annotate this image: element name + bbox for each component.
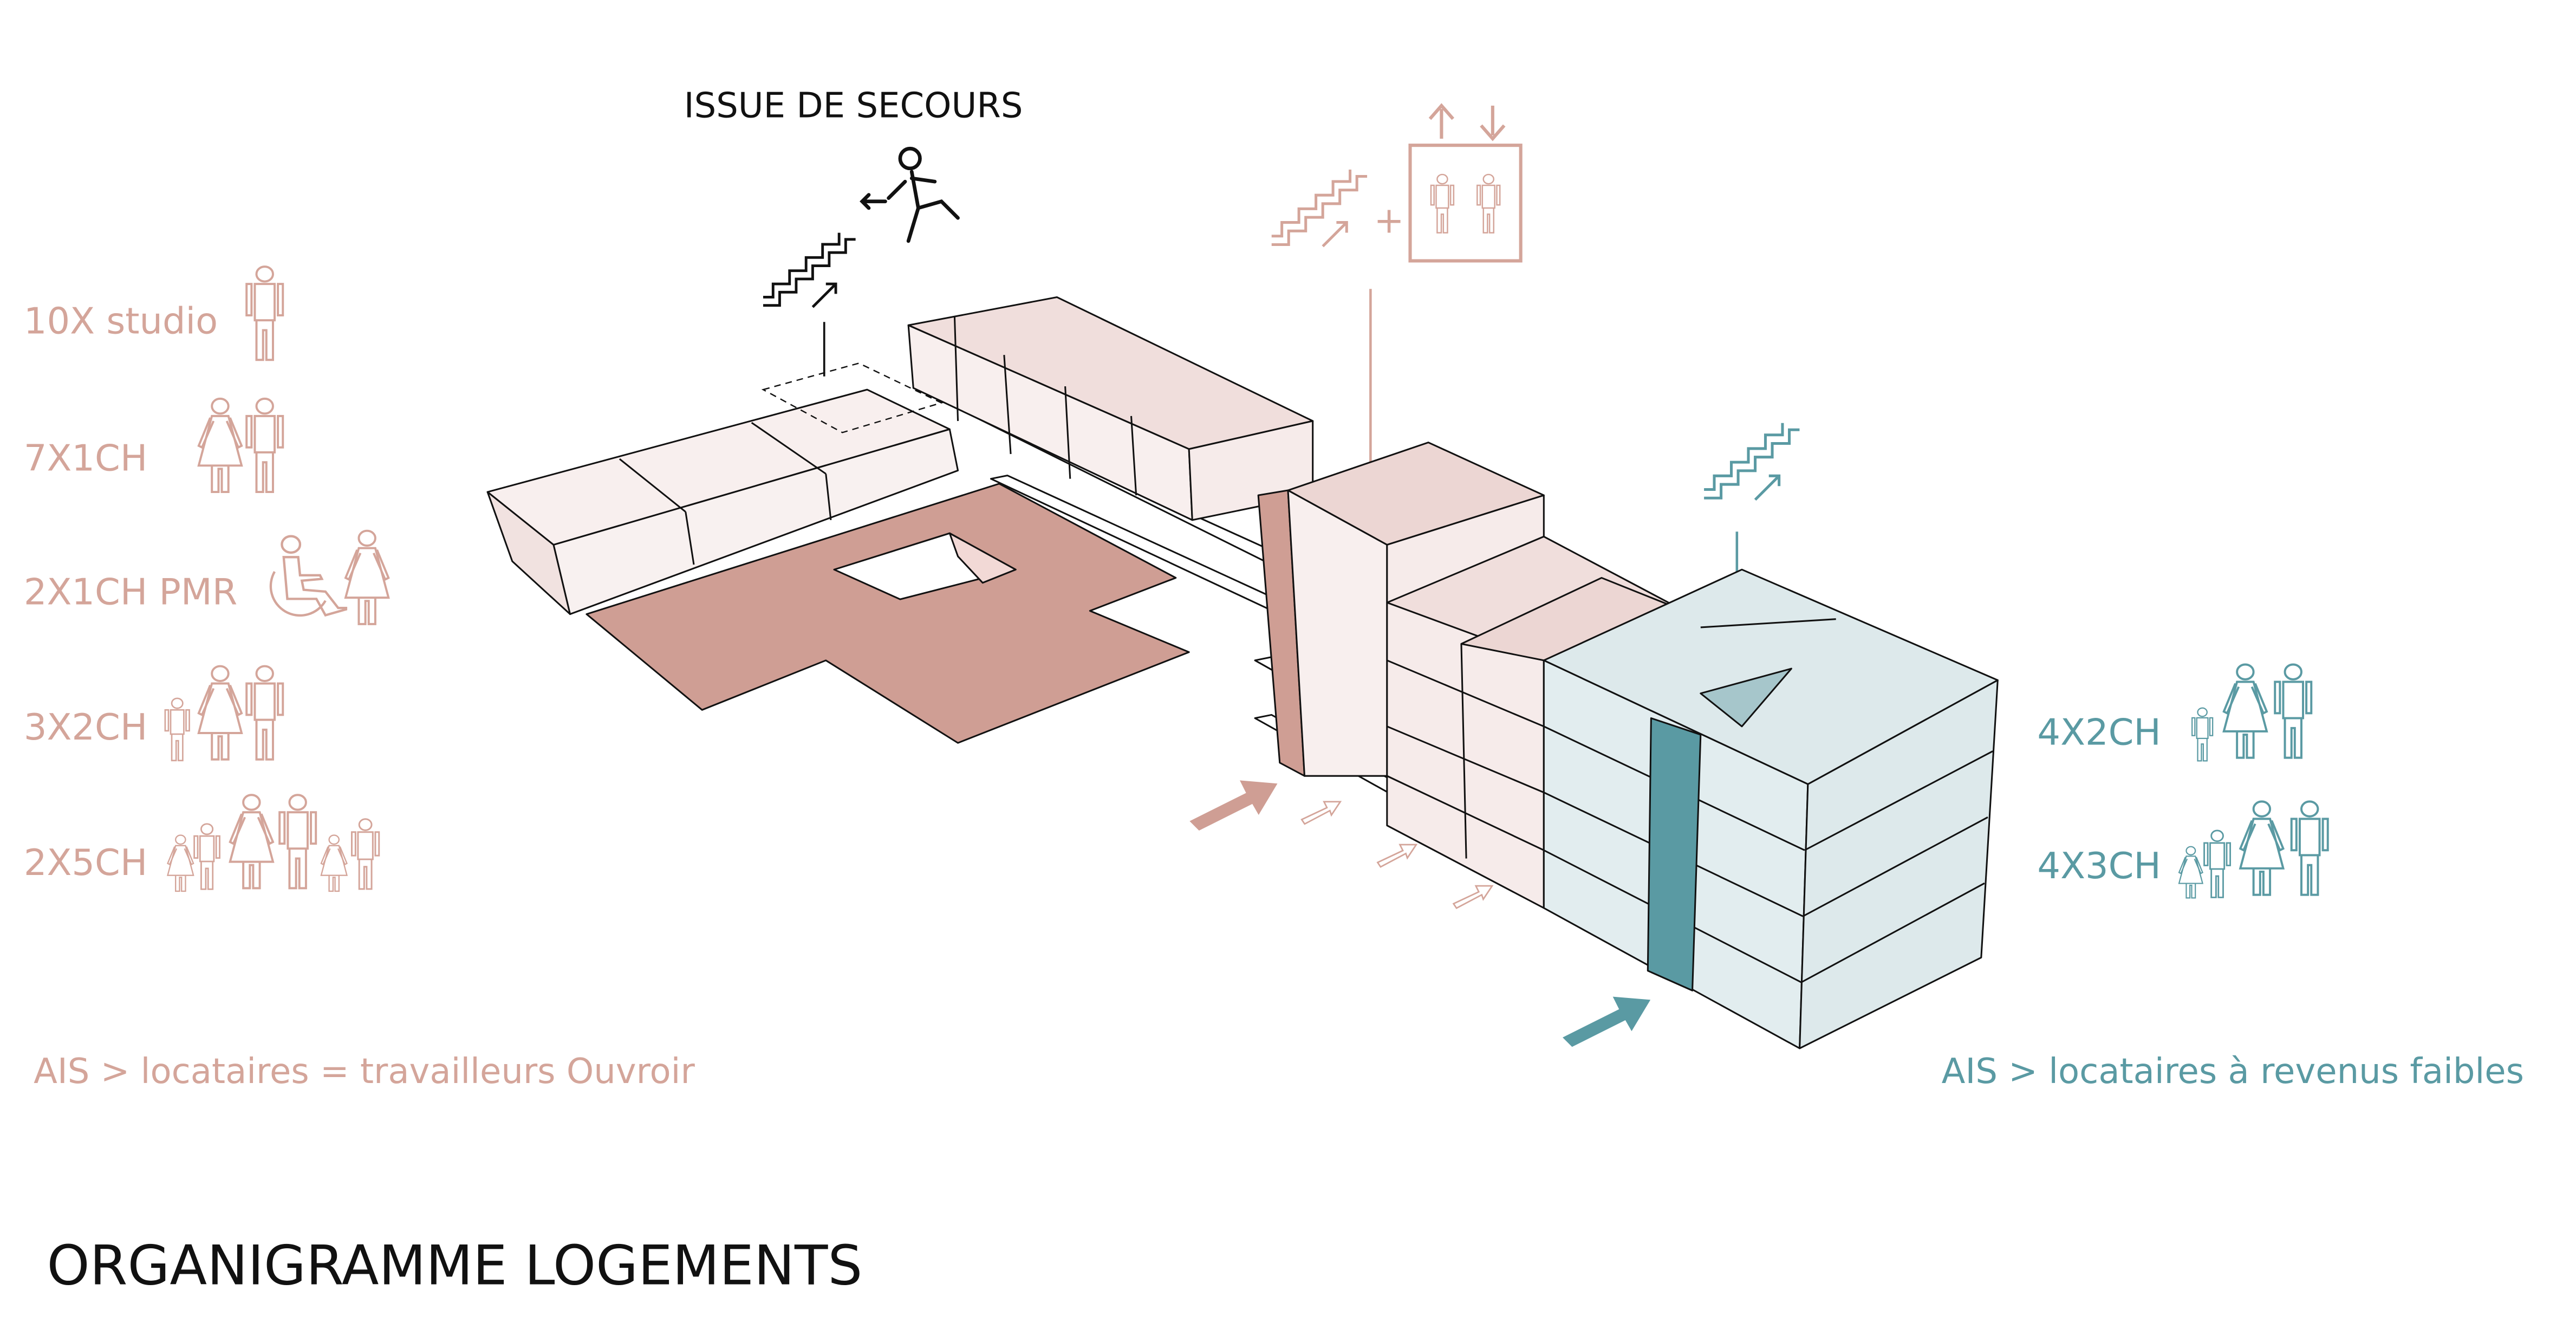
entrance-arrow-small-icon (1453, 885, 1493, 909)
child-icon (164, 697, 191, 762)
unit-label: 7X1CH (24, 437, 147, 479)
unit-label: 2X1CH PMR (24, 571, 237, 613)
man-icon (278, 794, 317, 890)
woman-icon (197, 397, 243, 494)
unit-label: 10X studio (24, 300, 218, 342)
entrance-arrow-teal-icon (1563, 996, 1651, 1047)
boy-icon (350, 818, 380, 890)
woman-icon (2240, 801, 2283, 894)
stairs-icon (1272, 170, 1367, 247)
woman-icon (2224, 665, 2267, 758)
emergency-exit-label: ISSUE DE SECOURS (684, 86, 1023, 126)
red-floor-plate (586, 483, 1190, 744)
diagram-title: ORGANIGRAMME LOGEMENTS (47, 1234, 863, 1298)
girl-icon (320, 834, 348, 892)
man-icon (2292, 801, 2328, 894)
entrance-arrow-small-icon (1300, 801, 1342, 825)
stairs-teal-icon (1704, 423, 1799, 500)
running-person-icon (860, 146, 960, 243)
elevator-icon (1408, 103, 1523, 263)
right-footer-note: AIS > locataires à revenus faibles (1942, 1052, 2524, 1092)
woman-icon (344, 529, 390, 625)
plus-sign: + (1374, 199, 1404, 242)
wheelchair-icon (271, 536, 351, 615)
child-icon (2191, 707, 2214, 762)
entrance-arrow-small-icon (1377, 844, 1417, 868)
man-icon (245, 265, 284, 361)
teal-circulation-shaft (1647, 717, 1702, 991)
man-icon (245, 397, 284, 494)
boy-icon (193, 823, 221, 890)
man-icon (245, 665, 284, 761)
unit-label: 4X2CH (2037, 711, 2161, 753)
left-unit-legend: 10X studio 7X1CH 2X1CH PMR 3X2CH 2X5CH (24, 265, 390, 892)
unit-label: 3X2CH (24, 706, 147, 748)
girl-icon (167, 834, 194, 892)
building-massing (486, 296, 1999, 1049)
man-icon (2275, 665, 2311, 758)
right-unit-legend: 4X2CH 4X3CH (2037, 665, 2328, 899)
boy-icon (2203, 829, 2232, 898)
girl-icon (2178, 846, 2203, 899)
left-footer-note: AIS > locataires = travailleurs Ouvroir (34, 1052, 695, 1092)
woman-icon (229, 794, 274, 890)
entrance-arrow-pink-icon (1189, 780, 1278, 831)
unit-label: 2X5CH (24, 841, 147, 884)
woman-icon (197, 665, 243, 761)
unit-label: 4X3CH (2037, 845, 2161, 887)
stairs-down-icon (763, 233, 856, 307)
